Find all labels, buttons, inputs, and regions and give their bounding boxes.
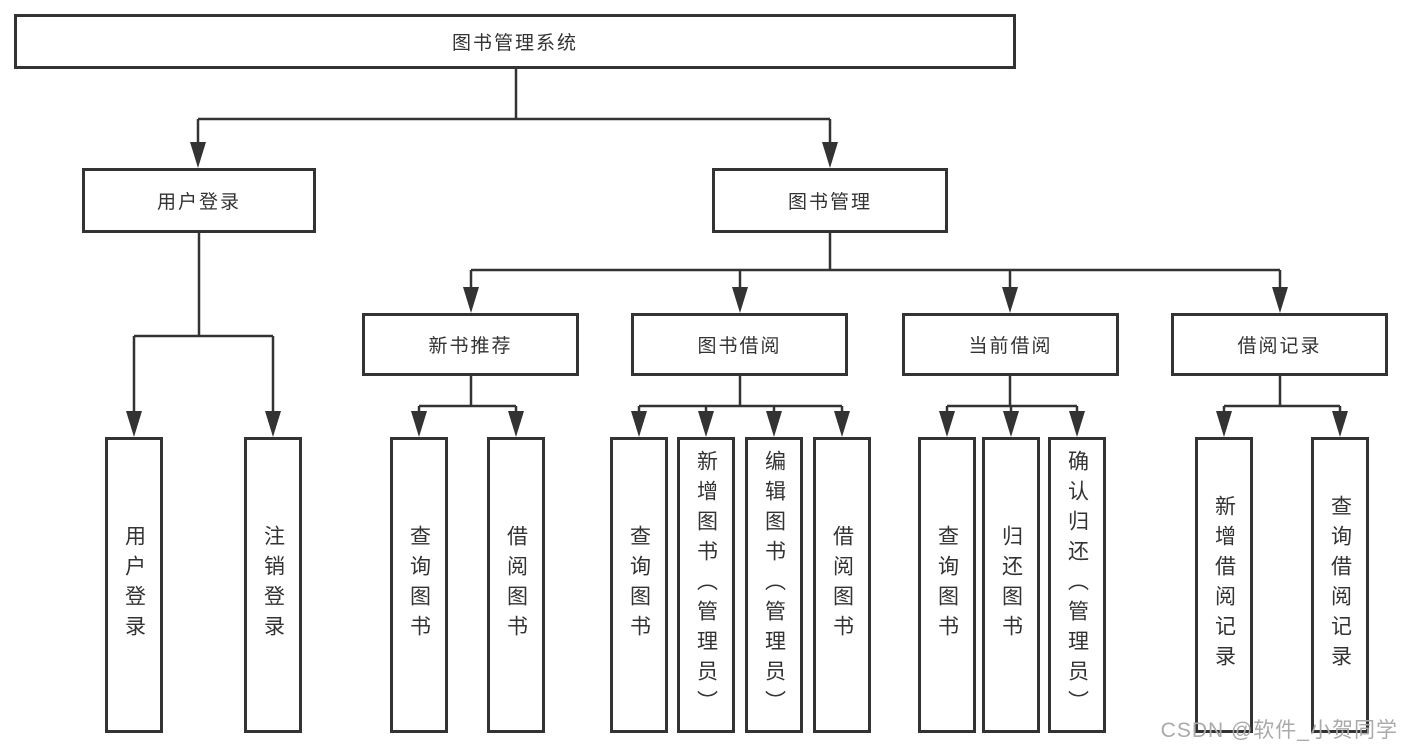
leaf-query-borrow-record: 查询借阅记录	[1311, 437, 1369, 733]
node-current-borrowing: 当前借阅	[902, 313, 1119, 376]
leaf-user-login: 用户登录	[105, 437, 163, 733]
node-new-book-recommendation: 新书推荐	[362, 313, 579, 376]
node-label: 编辑图书（管理员）	[762, 450, 786, 720]
connector-recommend-branch	[417, 376, 518, 414]
node-label: 确认归还（管理员）	[1065, 450, 1089, 720]
node-label: 查询图书	[627, 525, 651, 645]
node-label: 借阅记录	[1237, 336, 1322, 357]
connector-borrow-branch	[637, 376, 844, 414]
node-label: 新增图书（管理员）	[694, 450, 718, 720]
leaf-logout: 注销登录	[244, 437, 302, 733]
watermark: CSDN @软件_小贺同学	[1160, 719, 1398, 742]
node-book-borrowing: 图书借阅	[631, 313, 848, 376]
node-book-management: 图书管理	[712, 168, 948, 233]
leaf-edit-books-admin: 编辑图书（管理员）	[745, 437, 803, 733]
leaf-recommend-query-books: 查询图书	[390, 437, 448, 733]
node-label: 注销登录	[261, 525, 285, 645]
node-label: 用户登录	[156, 192, 241, 213]
node-label: 用户登录	[122, 525, 146, 645]
node-label: 新书推荐	[428, 336, 513, 357]
leaf-recommend-borrow-books: 借阅图书	[487, 437, 545, 733]
node-label: 查询图书	[935, 525, 959, 645]
node-label: 查询图书	[407, 525, 431, 645]
connector-current-branch	[945, 376, 1079, 414]
node-label: 图书管理	[787, 192, 872, 213]
connector-root-branch	[196, 69, 832, 144]
connector-login-branch	[132, 233, 275, 413]
connector-mgmt-branch	[469, 233, 1282, 289]
node-library-system: 图书管理系统	[14, 14, 1016, 69]
leaf-borrow-books: 借阅图书	[813, 437, 871, 733]
connector-records-branch	[1222, 376, 1342, 414]
node-user-login: 用户登录	[82, 168, 316, 233]
node-label: 图书借阅	[697, 336, 782, 357]
leaf-current-query-books: 查询图书	[918, 437, 976, 733]
leaf-borrow-query-books: 查询图书	[610, 437, 668, 733]
leaf-add-books-admin: 新增图书（管理员）	[677, 437, 735, 733]
node-label: 图书管理系统	[451, 33, 578, 54]
leaf-confirm-return-admin: 确认归还（管理员）	[1048, 437, 1106, 733]
leaf-add-borrow-record: 新增借阅记录	[1195, 437, 1253, 733]
leaf-return-books: 归还图书	[982, 437, 1040, 733]
node-label: 查询借阅记录	[1328, 495, 1352, 675]
node-label: 新增借阅记录	[1212, 495, 1236, 675]
node-label: 归还图书	[999, 525, 1023, 645]
node-label: 借阅图书	[830, 525, 854, 645]
node-label: 借阅图书	[504, 525, 528, 645]
node-label: 当前借阅	[968, 336, 1053, 357]
node-borrowing-records: 借阅记录	[1171, 313, 1388, 376]
